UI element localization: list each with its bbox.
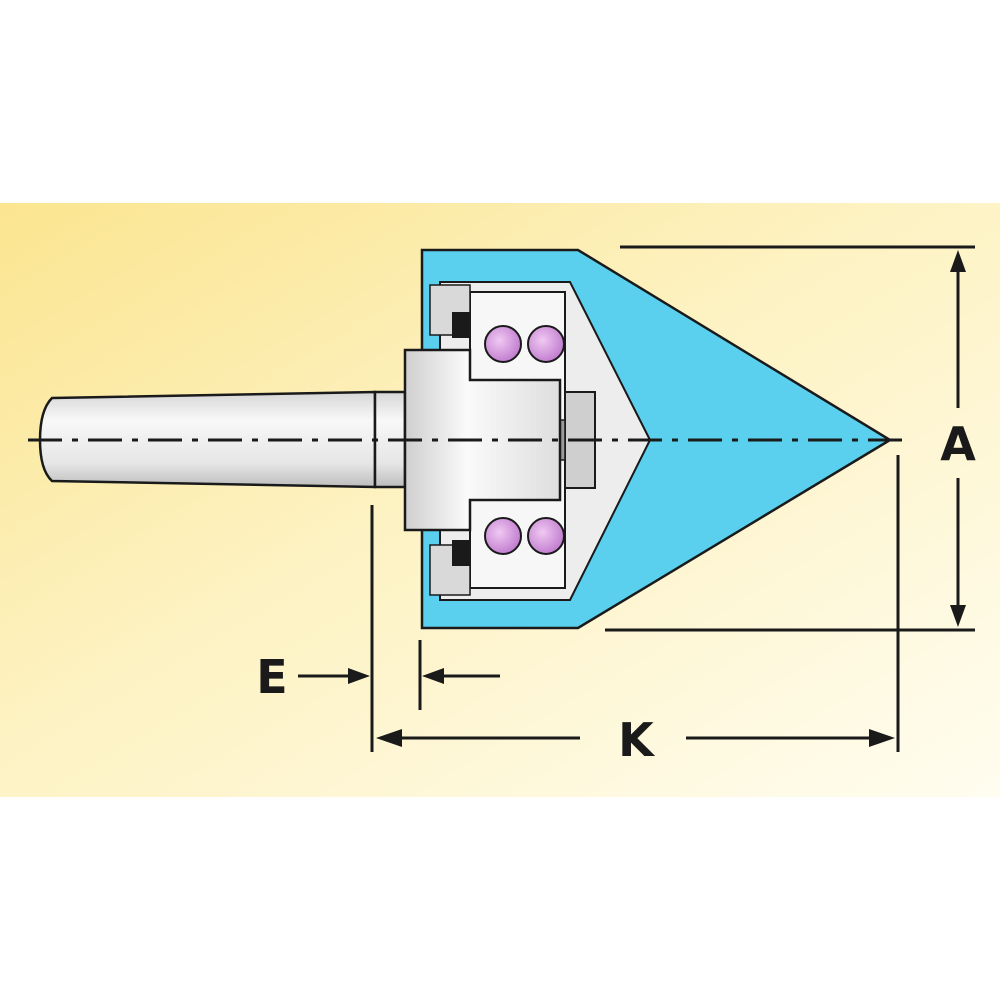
bearing-ball (527, 517, 565, 555)
dimension-k: K (376, 455, 900, 767)
bearing-balls (484, 325, 565, 555)
bearing-ball (484, 325, 522, 363)
bearing-ball (527, 325, 565, 363)
tapered-shank (38, 390, 407, 489)
dimension-label-k: K (618, 713, 656, 767)
bearing-ball (484, 517, 522, 555)
dimension-a: A (605, 245, 976, 632)
dimension-label-a: A (940, 417, 976, 471)
dimension-e: E (256, 505, 500, 752)
dimension-label-e: E (256, 650, 287, 704)
spindle-hub (403, 348, 562, 532)
